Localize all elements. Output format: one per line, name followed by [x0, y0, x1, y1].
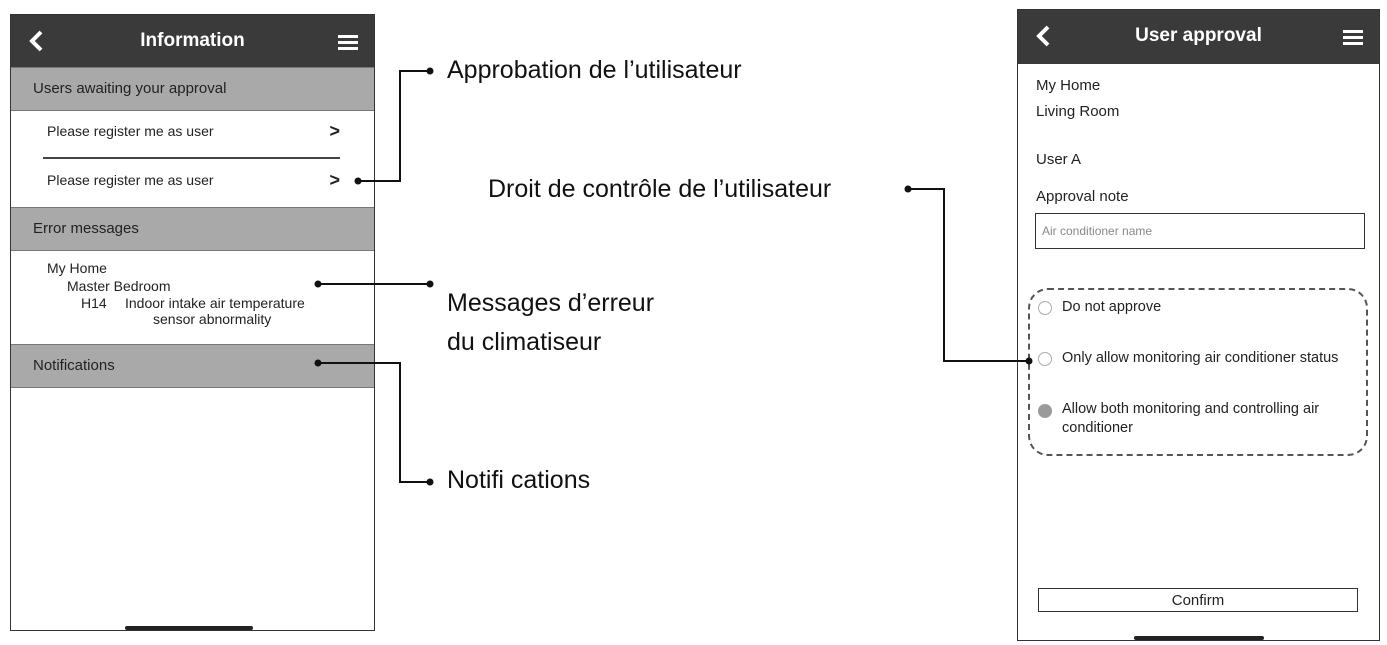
error-room: Master Bedroom — [67, 278, 171, 294]
page-title: User approval — [1135, 25, 1262, 46]
request-label: Please register me as user — [47, 123, 214, 139]
section-header-label: Users awaiting your approval — [33, 80, 227, 97]
section-header-label: Notifications — [33, 357, 115, 374]
information-topbar: Information — [11, 15, 374, 67]
confirm-button[interactable]: Confirm — [1038, 588, 1358, 612]
error-message-line1: Indoor intake air temperature — [125, 295, 305, 311]
control-rights-group — [1028, 288, 1368, 456]
back-chevron-icon[interactable] — [25, 28, 49, 54]
request-label: Please register me as user — [47, 172, 214, 188]
home-indicator — [125, 626, 253, 630]
error-message-line2: sensor abnormality — [153, 311, 272, 327]
annotation-user-approval: Approbation de l’utilisateur — [447, 56, 742, 84]
home-indicator — [1134, 636, 1264, 640]
annotation-user-control-right: Droit de contrôle de l’utilisateur — [488, 175, 832, 203]
error-code: H14 — [81, 295, 107, 311]
annotation-error-messages-line2: du climatiseur — [447, 328, 602, 356]
hamburger-menu-icon[interactable] — [1343, 30, 1363, 45]
divider — [43, 157, 340, 159]
room-name: Living Room — [1036, 103, 1120, 120]
section-notifications: Notifications — [11, 344, 374, 388]
annotation-notifications: Notifi cations — [447, 466, 591, 494]
error-home: My Home — [47, 260, 107, 276]
page-title: Information — [140, 30, 245, 51]
annotation-error-messages-line1: Messages d’erreur — [447, 289, 655, 317]
back-chevron-icon[interactable] — [1032, 23, 1056, 49]
user-approval-topbar: User approval — [1018, 10, 1379, 64]
information-screen: Information Users awaiting your approval… — [10, 14, 375, 631]
user-name: User A — [1036, 151, 1082, 168]
radio-do-not-approve[interactable] — [1038, 301, 1052, 315]
radio-label-monitoring-only: Only allow monitoring air conditioner st… — [1062, 350, 1339, 366]
chevron-right-icon: > — [329, 170, 340, 190]
section-error-messages: Error messages — [11, 207, 374, 251]
approval-note-input[interactable] — [1035, 213, 1365, 249]
user-approval-screen: User approval My Home Living Room User A… — [1017, 9, 1380, 641]
approval-note-label: Approval note — [1036, 188, 1129, 205]
chevron-right-icon: > — [329, 121, 340, 141]
list-item-register-request[interactable]: Please register me as user > — [47, 170, 340, 190]
hamburger-menu-icon[interactable] — [338, 35, 358, 50]
list-item-register-request[interactable]: Please register me as user > — [47, 121, 340, 141]
radio-monitoring-only[interactable] — [1038, 352, 1052, 366]
radio-label-monitor-and-control-line2: conditioner — [1062, 420, 1133, 436]
radio-monitor-and-control[interactable] — [1038, 404, 1052, 418]
radio-label-do-not-approve: Do not approve — [1062, 299, 1162, 315]
section-users-awaiting-approval: Users awaiting your approval — [11, 67, 374, 111]
home-name: My Home — [1036, 77, 1101, 94]
section-header-label: Error messages — [33, 220, 139, 237]
radio-label-monitor-and-control-line1: Allow both monitoring and controlling ai… — [1062, 401, 1320, 417]
